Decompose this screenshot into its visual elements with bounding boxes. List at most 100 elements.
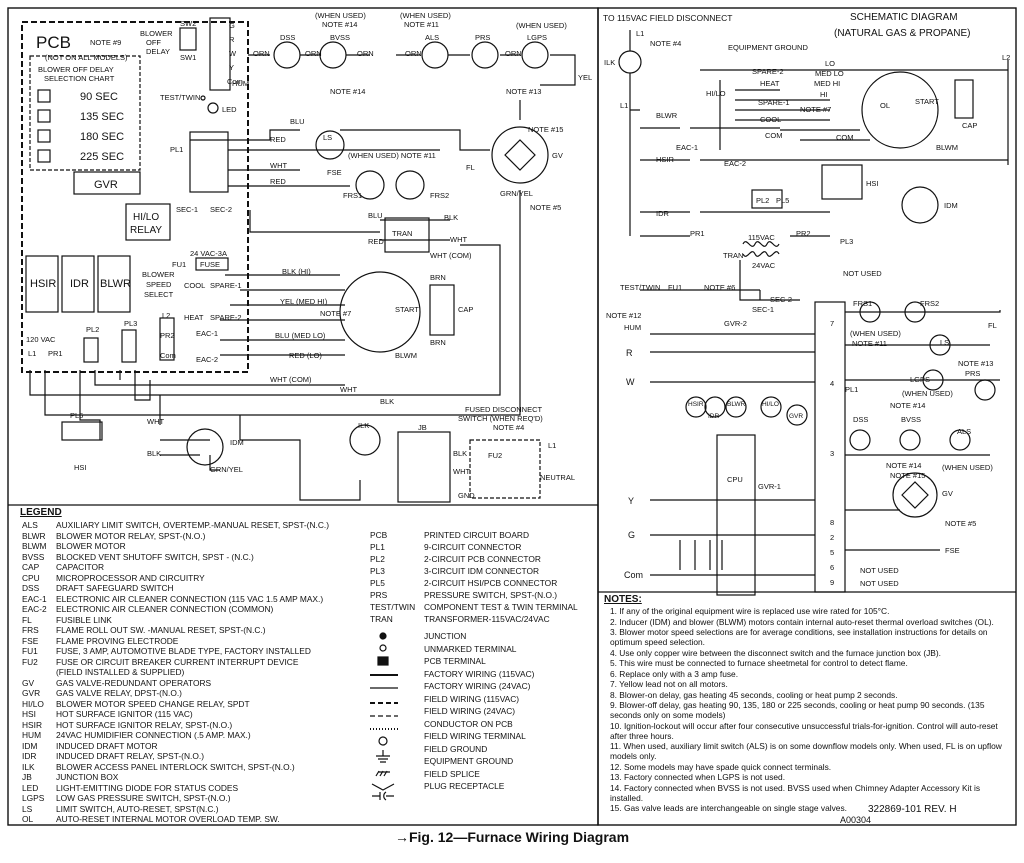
- svg-text:SW1: SW1: [180, 53, 196, 62]
- legend-desc: TRANSFORMER-115VAC/24VAC: [424, 614, 550, 624]
- s-idr-coil: [704, 396, 726, 418]
- svg-text:LS: LS: [323, 133, 332, 142]
- svg-text:WHT: WHT: [453, 467, 470, 476]
- svg-text:ILK: ILK: [358, 421, 369, 430]
- svg-text:NOTE #11: NOTE #11: [404, 20, 439, 29]
- svg-text:24 VAC-3A: 24 VAC-3A: [190, 249, 227, 258]
- svg-text:FU1: FU1: [172, 260, 186, 269]
- s-blower-speed-wiring: [719, 80, 870, 150]
- svg-text:EAC-2: EAC-2: [724, 159, 746, 168]
- svg-text:ILK: ILK: [604, 58, 615, 67]
- blwr-box: [97, 255, 131, 313]
- svg-text:NOT USED: NOT USED: [843, 269, 882, 278]
- frs2-switch: [395, 170, 425, 200]
- svg-text:5: 5: [830, 548, 834, 557]
- svg-text:HSIR: HSIR: [30, 278, 56, 290]
- delay-225: 225 SEC: [80, 151, 124, 163]
- svg-text:RED: RED: [270, 177, 286, 186]
- legend-abbrev: EAC-1: [22, 593, 47, 604]
- svg-text:BRN: BRN: [430, 273, 446, 282]
- note-item: 8. Blower-on delay, gas heating 45 secon…: [610, 689, 898, 700]
- svg-text:6: 6: [830, 563, 834, 572]
- legend-desc: HOT SURFACE IGNITOR RELAY, SPST-(N.O.): [56, 719, 233, 730]
- legend-abbrev: HSIR: [22, 719, 43, 730]
- svg-text:NOT USED: NOT USED: [860, 579, 899, 588]
- svg-text:BLOWER: BLOWER: [142, 270, 175, 279]
- svg-text:(NATURAL GAS & PROPANE): (NATURAL GAS & PROPANE): [834, 28, 971, 39]
- svg-text:BLOWER OFF DELAY: BLOWER OFF DELAY: [38, 65, 114, 74]
- legend-abbrev: PL3: [370, 566, 385, 576]
- svg-text:Com: Com: [624, 570, 643, 580]
- svg-text:PL1: PL1: [170, 145, 183, 154]
- svg-text:LGPS: LGPS: [910, 375, 930, 384]
- svg-text:Com: Com: [160, 351, 176, 360]
- legend-desc: GAS VALVE RELAY, DPST-(N.O.): [56, 688, 182, 698]
- note-item: 3. Blower motor speed selections are for…: [610, 627, 988, 647]
- legend-symbol-label: FIELD GROUND: [424, 743, 488, 754]
- svg-text:YEL (MED HI): YEL (MED HI): [280, 297, 328, 306]
- svg-text:PL3: PL3: [124, 319, 137, 328]
- svg-text:NOTE #15: NOTE #15: [528, 125, 563, 134]
- svg-text:NOTE #15: NOTE #15: [890, 471, 925, 480]
- svg-text:CAP: CAP: [962, 121, 977, 130]
- legend-desc: ELECTRONIC AIR CLEANER CONNECTION (115 V…: [56, 593, 324, 604]
- legend-item: EAC-1 ELECTRONIC AIR CLEANER CONNECTION (…: [22, 594, 323, 604]
- svg-text:L2: L2: [162, 311, 170, 320]
- legend-symbol-label: FIELD WIRING (115VAC): [424, 693, 520, 704]
- svg-text:NOTE #11: NOTE #11: [852, 339, 887, 348]
- svg-text:NOTE #7: NOTE #7: [800, 105, 831, 114]
- svg-text:120 VAC: 120 VAC: [26, 335, 56, 344]
- left-wiring-b: [29, 200, 521, 501]
- svg-text:SW2: SW2: [180, 19, 196, 28]
- svg-text:CAP: CAP: [458, 305, 473, 314]
- legend-desc: PRINTED CIRCUIT BOARD: [424, 530, 530, 540]
- s-hilo-coil: [760, 396, 782, 418]
- legend-desc: AUTO-RESET INTERNAL MOTOR OVERLOAD TEMP.…: [56, 814, 280, 824]
- frs1-switch: [355, 170, 385, 200]
- svg-text:PL2: PL2: [756, 196, 769, 205]
- svg-text:G: G: [628, 530, 635, 540]
- pl3-connector: [121, 329, 137, 363]
- note-item: 9. Blower-off delay, gas heating 90, 135…: [610, 700, 985, 720]
- svg-text:NOTE #4: NOTE #4: [493, 423, 524, 432]
- svg-text:7: 7: [830, 319, 834, 328]
- legend-abbrev: JB: [22, 772, 32, 782]
- junction-box: [397, 431, 451, 503]
- legend-desc: (FIELD INSTALLED & SUPPLIED): [56, 667, 185, 677]
- svg-text:GRN/YEL: GRN/YEL: [500, 189, 533, 198]
- legend-abbrev: BLWM: [22, 541, 47, 551]
- svg-text:115VAC: 115VAC: [748, 233, 775, 242]
- svg-text:IDR: IDR: [708, 413, 720, 420]
- legend-desc: 3-CIRCUIT IDM CONNECTOR: [424, 566, 540, 576]
- svg-text:PR1: PR1: [690, 229, 705, 238]
- svg-text:NOTE #5: NOTE #5: [530, 203, 561, 212]
- svg-text:BVSS: BVSS: [330, 33, 350, 42]
- svg-text:FL: FL: [466, 163, 475, 172]
- legend-symbol-label: FIELD WIRING (24VAC): [424, 706, 516, 716]
- note-item: 13. Factory connected when LGPS is not u…: [610, 772, 786, 782]
- svg-text:BLWR: BLWR: [100, 278, 131, 290]
- sw-block: [179, 27, 197, 51]
- svg-text:PL2: PL2: [86, 325, 99, 334]
- svg-text:BRN: BRN: [430, 338, 446, 347]
- svg-text:FRS1: FRS1: [853, 299, 872, 308]
- svg-text:WHT (COM): WHT (COM): [430, 251, 472, 260]
- idr-box: [61, 255, 95, 313]
- svg-text:START: START: [915, 97, 939, 106]
- svg-text:ORN: ORN: [405, 49, 422, 58]
- svg-text:BLWM: BLWM: [395, 351, 417, 360]
- pl1-connector: [189, 131, 229, 193]
- delay-chart-box: [29, 55, 141, 171]
- svg-text:LED: LED: [222, 105, 237, 114]
- svg-text:(WHEN USED) NOTE #11: (WHEN USED) NOTE #11: [348, 151, 436, 160]
- svg-text:EAC-1: EAC-1: [676, 143, 698, 152]
- dip-90: [37, 89, 51, 103]
- legend-symbol-label: CONDUCTOR ON PCB: [424, 718, 513, 729]
- legend-desc: FUSE OR CIRCUIT BREAKER CURRENT INTERRUP…: [56, 656, 299, 667]
- svg-text:IDM: IDM: [230, 438, 244, 447]
